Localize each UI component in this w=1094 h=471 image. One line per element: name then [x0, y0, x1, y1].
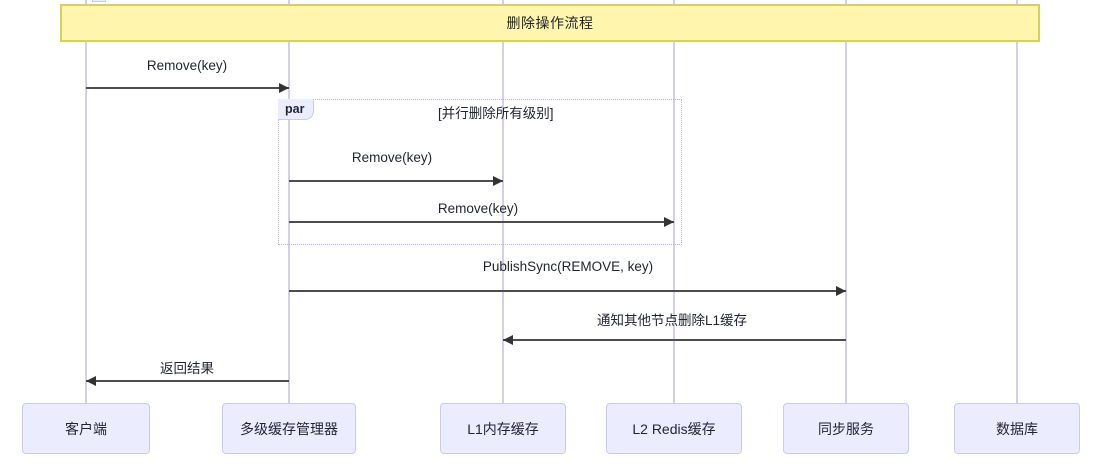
- msg-return-result-arrowhead-icon: [86, 376, 96, 386]
- participant-box-l2[interactable]: L2 Redis缓存: [606, 403, 742, 454]
- msg-remove-manager-l1-label: Remove(key): [351, 150, 433, 165]
- participant-box-client[interactable]: 客户端: [22, 403, 150, 454]
- msg-remove-client-manager-arrowhead-icon: [279, 83, 289, 93]
- participant-label-manager: 多级缓存管理器: [240, 420, 338, 437]
- lifeline-sync: [845, 0, 847, 404]
- lifeline-l2: [673, 0, 675, 404]
- msg-remove-manager-l1-line: [289, 180, 503, 182]
- participant-box-sync[interactable]: 同步服务: [783, 403, 909, 454]
- lifeline-client: [85, 0, 87, 404]
- par-fragment: [278, 99, 682, 245]
- msg-publishsync-arrowhead-icon: [836, 286, 846, 296]
- participant-box-manager[interactable]: 多级缓存管理器: [222, 403, 356, 454]
- participant-label-sync: 同步服务: [818, 420, 874, 437]
- page-title: 删除操作流程: [506, 15, 594, 31]
- msg-remove-manager-l2-line: [289, 221, 674, 223]
- diagram-title-banner: 删除操作流程: [60, 4, 1040, 42]
- participant-label-db: 数据库: [996, 420, 1038, 437]
- top-cutoff-stub: [92, 0, 106, 2]
- lifeline-l1: [502, 0, 504, 404]
- participant-label-l2: L2 Redis缓存: [632, 420, 716, 437]
- par-fragment-tab: par: [278, 99, 315, 120]
- msg-notify-l1-line: [503, 339, 846, 341]
- msg-remove-manager-l1-arrowhead-icon: [493, 176, 503, 186]
- msg-remove-manager-l2-arrowhead-icon: [664, 217, 674, 227]
- msg-remove-client-manager-label: Remove(key): [146, 58, 228, 73]
- participant-box-l1[interactable]: L1内存缓存: [440, 403, 566, 454]
- lifeline-db: [1016, 0, 1018, 404]
- participant-box-db[interactable]: 数据库: [954, 403, 1080, 454]
- participant-label-client: 客户端: [65, 420, 107, 437]
- par-fragment-condition: [并行删除所有级别]: [438, 106, 554, 121]
- msg-notify-l1-label: 通知其他节点删除L1缓存: [596, 313, 748, 328]
- msg-return-result-label: 返回结果: [160, 361, 214, 376]
- msg-return-result-line: [86, 380, 289, 382]
- lifeline-manager: [288, 0, 290, 404]
- msg-remove-client-manager-line: [86, 87, 289, 89]
- par-fragment-operator: par: [285, 102, 305, 116]
- msg-notify-l1-arrowhead-icon: [503, 335, 513, 345]
- msg-remove-manager-l2-label: Remove(key): [437, 201, 519, 216]
- msg-publishsync-line: [289, 290, 846, 292]
- msg-publishsync-label: PublishSync(REMOVE, key): [482, 259, 654, 274]
- participant-label-l1: L1内存缓存: [467, 420, 539, 437]
